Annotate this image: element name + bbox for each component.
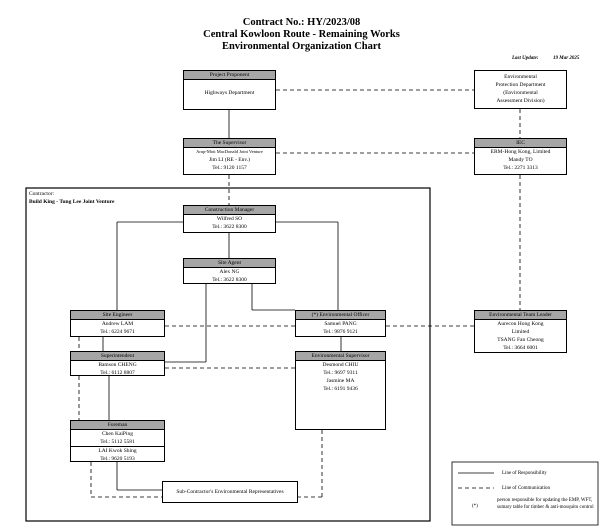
box-line: Samuel PANG [324,321,357,327]
box-line: Desmond CHIU [322,362,359,368]
box-title: (*) Environmental Officer [296,311,385,320]
box-line: Tel.: 3622 8300 [212,277,247,283]
box-line: Protection Department [495,82,546,88]
box-title: Construction Manager [184,206,275,215]
superintendent-box: Superintendent Bamson CHENG Tel.: 6112 8… [70,351,165,376]
box-title: Site Engineer [71,311,164,320]
box-line: Jim LI (RE - Env.) [208,157,251,163]
legend-note-symbol: (*) [472,504,478,509]
foreman-box: Foreman Chen KaiPing Tel.: 5112 5581 LAI… [70,420,165,462]
box-title: The Supervisor [184,139,275,148]
box-line: Highways Department [204,90,255,96]
box-line: Assessment Division) [496,98,545,104]
box-line: Limited [511,329,530,335]
project-proponent-box: Project Proponent Highways Department [183,70,276,110]
last-update-label: Last Update: [512,56,539,61]
box-title: Project Proponent [184,71,275,80]
box-line: Arup-Mott MacDonald Joint Venture [196,149,263,154]
box-title: Environmental Supervisor [296,352,385,361]
box-line: Aurecon Hong Kong [497,321,544,327]
contractor-label: Contractor: [29,191,55,197]
env-officer-box: (*) Environmental Officer Samuel PANG Te… [295,310,386,337]
box-line: Alex NG [219,269,240,275]
box-line: Andrew LAM [101,321,134,327]
contractor-frame [25,187,431,522]
communication-lines [78,89,521,498]
legend-note-text: person responsible for updating the EMP,… [497,498,594,510]
box-line: Tel.: 6191 9436 [323,386,358,392]
box-line: Tel.: 9620 5193 [100,456,135,462]
box-line: Tel.: 6112 8807 [100,370,135,376]
box-title: IEC [475,139,566,148]
box-line: ERM-Hong Kong, Limited [490,149,551,155]
contract-number: Contract No.: HY/2023/08 [242,17,361,28]
env-team-leader-box: Environmental Team Leader Aurecon Hong K… [474,310,567,353]
box-line: Tel.: 9697 9311 [323,370,358,376]
box-line: Tel.: 5112 5581 [100,439,135,445]
box-line: LAI Kwok Shing [71,446,164,455]
box-line: Tel.: 9876 9121 [323,329,358,335]
box-title: Environmental Team Leader [475,311,566,320]
box-line: Tel.: 9120 1157 [212,165,247,171]
env-supervisor-box: Environmental Supervisor Desmond CHIU Te… [295,351,386,430]
site-agent-box: Site Agent Alex NG Tel.: 3622 8300 [183,258,276,284]
supervisor-box: The Supervisor Arup-Mott MacDonald Joint… [183,138,276,175]
box-line: Tel.: 2271 3313 [503,165,538,171]
box-title: Foreman [71,421,164,430]
iec-box: IEC ERM-Hong Kong, Limited Mandy TO Tel.… [474,138,567,175]
last-update-value: 19 Mar 2025 [553,56,580,61]
box-line: Wilfred SO [216,216,243,222]
box-line: (Environmental [503,90,538,96]
legend-communication: Line of Communication [502,486,551,491]
legend-responsibility: Line of Responsibility [502,471,547,476]
box-line: Mandy TO [508,157,533,163]
subcontractor-box: Sub-Contractor's Environmental Represent… [162,481,298,503]
site-engineer-box: Site Engineer Andrew LAM Tel.: 6224 9671 [70,310,165,337]
legend-frame [451,461,599,526]
box-line: Tel.: 3622 8300 [212,224,247,230]
box-title: Superintendent [71,352,164,361]
box-title: Site Agent [184,259,275,268]
epd-box: Environmental Protection Department (Env… [474,70,567,109]
box-line: Environmental [504,74,537,80]
box-line: Tel.: 6224 9671 [100,329,135,335]
box-line: Sub-Contractor's Environmental Represent… [176,489,284,495]
construction-manager-box: Construction Manager Wilfred SO Tel.: 36… [183,205,276,233]
box-line: Bamson CHENG [98,362,137,368]
chart-title: Environmental Organization Chart [221,41,382,52]
contractor-name: Build King - Tung Lee Joint Venture [29,199,115,205]
box-line: Tel.: 3664 6001 [503,345,538,351]
project-name: Central Kowloon Route - Remaining Works [203,29,400,40]
box-line: Chen KaiPing [101,431,133,437]
box-line: Jasmine MA [326,378,355,384]
box-line: TSANG Fan Cheong [497,337,544,343]
